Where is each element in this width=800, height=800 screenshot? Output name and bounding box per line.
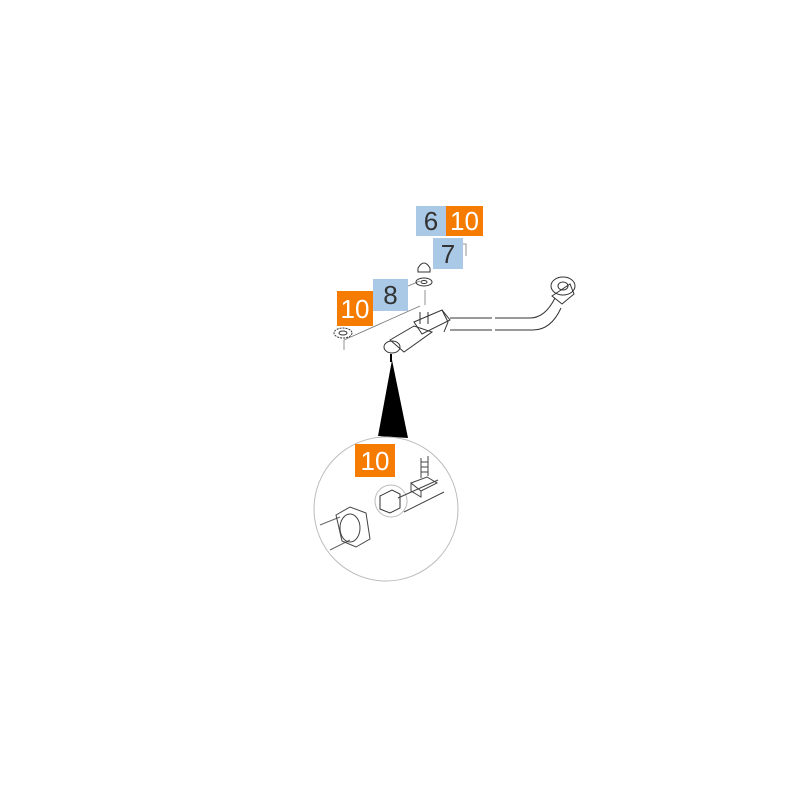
part-label-7[interactable]: 7 xyxy=(433,238,463,269)
cap-part xyxy=(417,262,431,273)
part-label-10-top[interactable]: 10 xyxy=(446,206,483,236)
part-label-6[interactable]: 6 xyxy=(416,206,446,236)
part-label-8[interactable]: 8 xyxy=(373,279,408,311)
part-label-10-left[interactable]: 10 xyxy=(337,291,373,326)
lock-washer-part xyxy=(333,327,353,339)
part-label-10-detail[interactable]: 10 xyxy=(355,444,395,477)
detail-pointer xyxy=(378,360,408,438)
washer-part xyxy=(415,277,433,287)
detail-inset xyxy=(313,436,459,582)
pipe-assembly xyxy=(383,276,576,362)
